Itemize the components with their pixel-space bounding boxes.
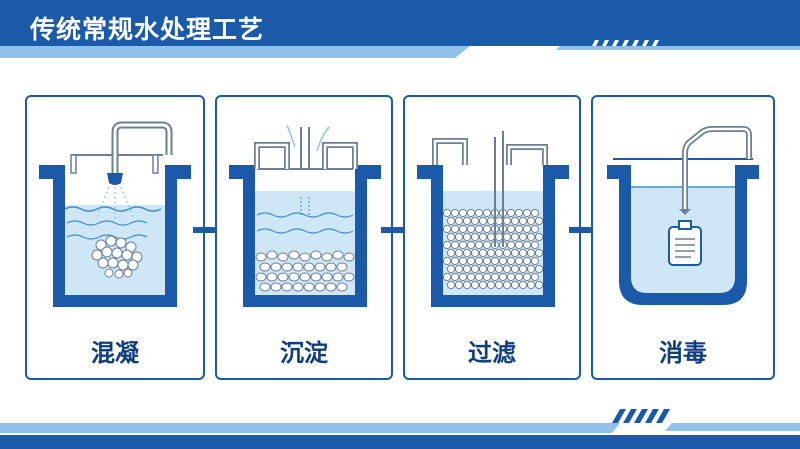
stage-panel-disinfection: 消毒 [591, 95, 775, 380]
stage-label: 消毒 [659, 339, 707, 367]
coagulation-tank-illustration [39, 121, 191, 307]
stage-panel-sedimentation: 沉淀 [215, 95, 393, 380]
stage-label: 混凝 [91, 339, 139, 367]
stage-label: 过滤 [468, 339, 516, 367]
page-title: 传统常规水处理工艺 [30, 15, 265, 44]
stage-panel-filtration: 过滤 [403, 95, 581, 380]
sedimentation-tank-illustration [229, 124, 381, 307]
stage-panel-coagulation: 混凝 [25, 95, 205, 380]
filtration-tank-illustration [417, 131, 569, 307]
header-banner [0, 0, 800, 58]
footer-banner [0, 409, 800, 449]
disinfection-tank-illustration [607, 126, 759, 305]
stage-label: 沉淀 [280, 339, 328, 367]
